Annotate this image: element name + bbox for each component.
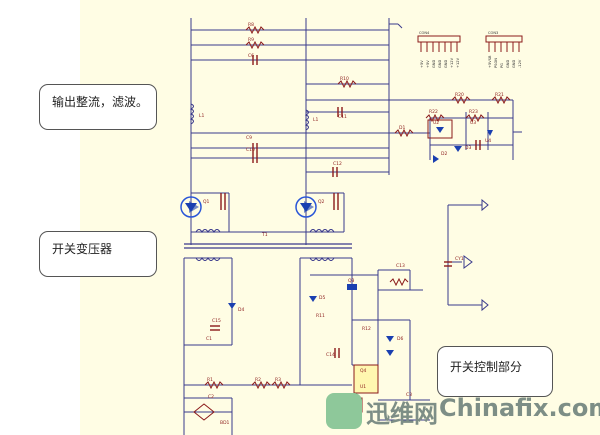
label-CY1: CY1 [455, 256, 464, 262]
label-U2: U2 [433, 120, 439, 126]
label-R9: R9 [248, 37, 254, 43]
label-C11: C11 [338, 114, 347, 120]
output-wires [190, 18, 522, 245]
label-R8: R8 [248, 22, 254, 28]
connector-con3 [485, 35, 523, 52]
inductors [189, 103, 309, 131]
connector-con4 [417, 35, 461, 52]
con4-pin-2: +5V [426, 60, 430, 68]
callout-transformer-text: 开关变压器 [52, 242, 113, 256]
label-C2: C2 [208, 394, 214, 400]
label-Q2: Q2 [318, 199, 325, 205]
con4-pin-4: GND [438, 60, 442, 68]
watermark-en-text: Chinafix.com [439, 394, 600, 422]
callout-control-text: 开关控制部分 [450, 360, 523, 374]
con4-pin-1: +5V [420, 60, 424, 68]
label-D2: D2 [441, 151, 447, 157]
connector-pin-labels: CON4 CON3 +5V +5V GND GND GND +12V +12V … [419, 31, 522, 68]
label-U3: U3 [470, 120, 476, 126]
label-R22: R22 [429, 109, 438, 115]
switching-wires [183, 204, 482, 435]
label-C3: C3 [406, 392, 412, 398]
label-C14: C14 [326, 352, 335, 358]
component-labels: R8 R9 C6 R10 C11 R20 R21 R22 R23 U2 U3 U… [199, 22, 504, 426]
label-R23: R23 [469, 109, 478, 115]
label-R10: R10 [340, 76, 349, 82]
label-R12: R12 [362, 326, 371, 332]
label-R2: R2 [255, 377, 261, 383]
con3-pin-2: PSON [494, 58, 498, 68]
con3-pin-1: +5VSB [488, 55, 492, 68]
con4-pin-6: +12V [450, 57, 454, 68]
label-Q3: Q3 [348, 278, 355, 284]
label-C15: C15 [212, 318, 221, 324]
label-U4: U4 [485, 138, 491, 144]
callout-output-rectifier-filter: 输出整流，滤波。 [39, 84, 157, 130]
label-C13: C13 [396, 263, 405, 269]
label-R21: R21 [495, 92, 504, 98]
watermark: 迅维网 Chinafix.com [326, 389, 600, 435]
con3-name: CON3 [488, 31, 498, 35]
label-D5: D5 [319, 295, 325, 301]
label-D6: D6 [397, 336, 403, 342]
con3-pin-6: -12V [518, 59, 522, 68]
label-L1a: L1 [199, 113, 205, 119]
con3-pin-5: GND [512, 60, 516, 68]
label-Q1: Q1 [203, 199, 210, 205]
label-R11: R11 [316, 313, 325, 319]
label-D3: D3 [465, 145, 471, 151]
callout-output-text: 输出整流，滤波。 [52, 95, 149, 109]
callout-switching-transformer: 开关变压器 [39, 231, 157, 277]
label-U1: U1 [360, 384, 366, 390]
label-C6: C6 [248, 53, 254, 59]
con4-pin-3: GND [432, 60, 436, 68]
watermark-cn-text: 迅维网 [366, 400, 438, 428]
feedback-parts [397, 23, 493, 163]
callout-switch-control: 开关控制部分 [437, 346, 553, 397]
label-BD1: BD1 [220, 420, 230, 426]
con4-name: CON4 [419, 31, 430, 35]
con3-pin-4: GND [506, 60, 510, 68]
label-C1: C1 [206, 336, 212, 342]
label-C10: C10 [246, 147, 255, 153]
label-R20: R20 [455, 92, 464, 98]
label-R3: R3 [275, 377, 281, 383]
label-R1: R1 [207, 377, 213, 383]
output-resistors [245, 25, 511, 138]
label-D1: D1 [399, 125, 405, 131]
label-C9: C9 [246, 135, 252, 141]
label-L1b: L1 [313, 117, 319, 123]
con4-pin-7: +12V [456, 57, 460, 68]
con3-pin-3: PG [500, 63, 504, 68]
watermark-logo-icon [326, 393, 362, 429]
label-C12: C12 [333, 161, 342, 167]
con4-pin-5: GND [444, 60, 448, 68]
label-T1: T1 [261, 232, 268, 238]
label-D4: D4 [238, 307, 244, 313]
rectifier-mosfets [180, 193, 339, 218]
output-capacitors [252, 55, 481, 177]
label-Q4: Q4 [360, 368, 367, 374]
